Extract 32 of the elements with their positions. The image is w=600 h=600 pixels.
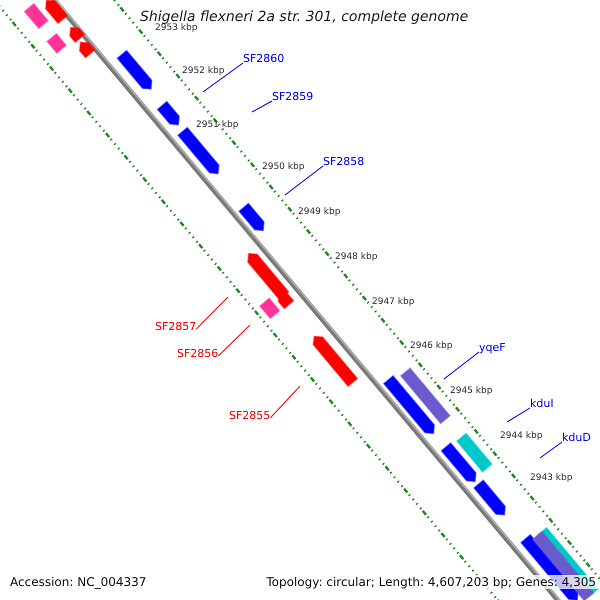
leader-line [506,408,530,422]
tick-label: 2947 kbp [372,298,414,307]
leader-line [270,386,300,418]
leader-line [444,352,480,380]
tick-label: 2945 kbp [450,387,492,396]
gene-label: SF2858 [323,156,364,167]
tick-label: 2952 kbp [182,67,224,76]
leader-line [284,166,324,196]
leader-line [540,442,562,458]
gene-label: yqeF [479,342,506,353]
gene-label: kduD [562,432,591,443]
tick-label: 2943 kbp [530,474,572,483]
tick-label: 2951 kbp [196,121,238,130]
leader-line [202,62,244,92]
leader-line [218,324,250,356]
genome-info-text: Topology: circular; Length: 4,607,203 bp; Genes: 4,305 [264,575,598,589]
tick-label: 2944 kbp [500,432,542,441]
leader-line [196,296,228,330]
gene-label: SF2856 [177,348,218,359]
gene-label: SF2859 [272,91,314,102]
gene-label: kduI [530,398,554,409]
gene-label: SF2855 [229,410,270,421]
accession-text: Accession: NC_004337 [8,575,148,589]
tick-label: 2949 kbp [298,208,340,217]
tick-label: 2953 kbp [155,24,198,33]
tick-label: 2946 kbp [410,342,452,351]
tick-label: 2948 kbp [335,253,378,262]
gene-label: SF2860 [243,53,284,64]
title: Shigella flexneri 2a str. 301, complete genome [140,10,468,24]
leader-line [252,100,272,112]
gene-label: SF2857 [155,321,196,332]
tick-label: 2950 kbp [262,163,304,172]
